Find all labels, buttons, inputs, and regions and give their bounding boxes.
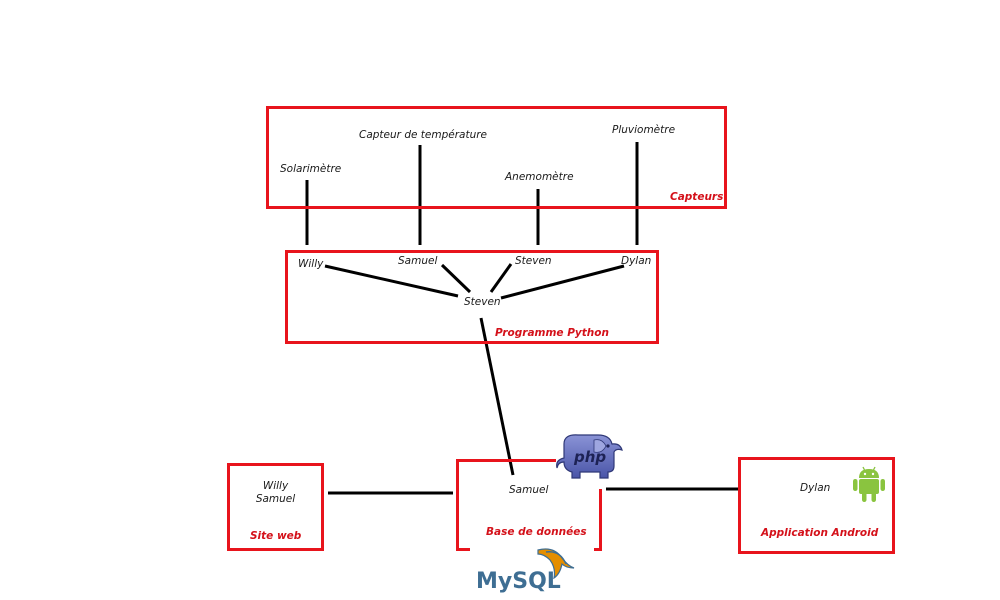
link-dylan-steven [500,264,625,300]
siteweb-names: Willy Samuel [227,480,324,506]
php-elephant-icon: php [556,434,623,479]
link-willy-steven [324,264,459,298]
link-steven-steven [489,263,513,293]
android-name-label: Dylan [800,482,831,494]
python-dylan-label: Dylan [621,255,652,267]
link-python-database [479,317,515,476]
mysql-dolphin-icon: MySQL [476,546,596,596]
android-robot-icon [853,466,885,502]
link-samuel-steven [440,263,472,294]
temperature-sensor-label: Capteur de température [359,129,488,141]
php-logo-text: php [573,448,606,466]
siteweb-name-willy: Willy [262,480,289,492]
python-steven-center-label: Steven [464,296,501,308]
database-title: Base de données [486,526,587,538]
python-samuel-label: Samuel [398,255,438,267]
android-title: Application Android [761,527,879,539]
android-box [738,457,895,554]
python-title: Programme Python [495,327,609,339]
python-steven-top-label: Steven [515,255,552,267]
database-box [456,459,602,551]
siteweb-title: Site web [250,530,302,542]
solarimetre-label: Solarimètre [280,163,342,175]
python-willy-label: Willy [298,258,324,270]
pluviometre-label: Pluviomètre [612,124,676,136]
capteurs-box [266,106,727,209]
siteweb-name-samuel: Samuel [255,493,296,505]
anemometre-label: Anemomètre [505,171,574,183]
capteurs-title: Capteurs [670,191,724,203]
siteweb-box [227,463,324,551]
mysql-logo-text: MySQL [476,569,561,594]
database-name-label: Samuel [509,484,549,496]
python-box [285,250,659,344]
